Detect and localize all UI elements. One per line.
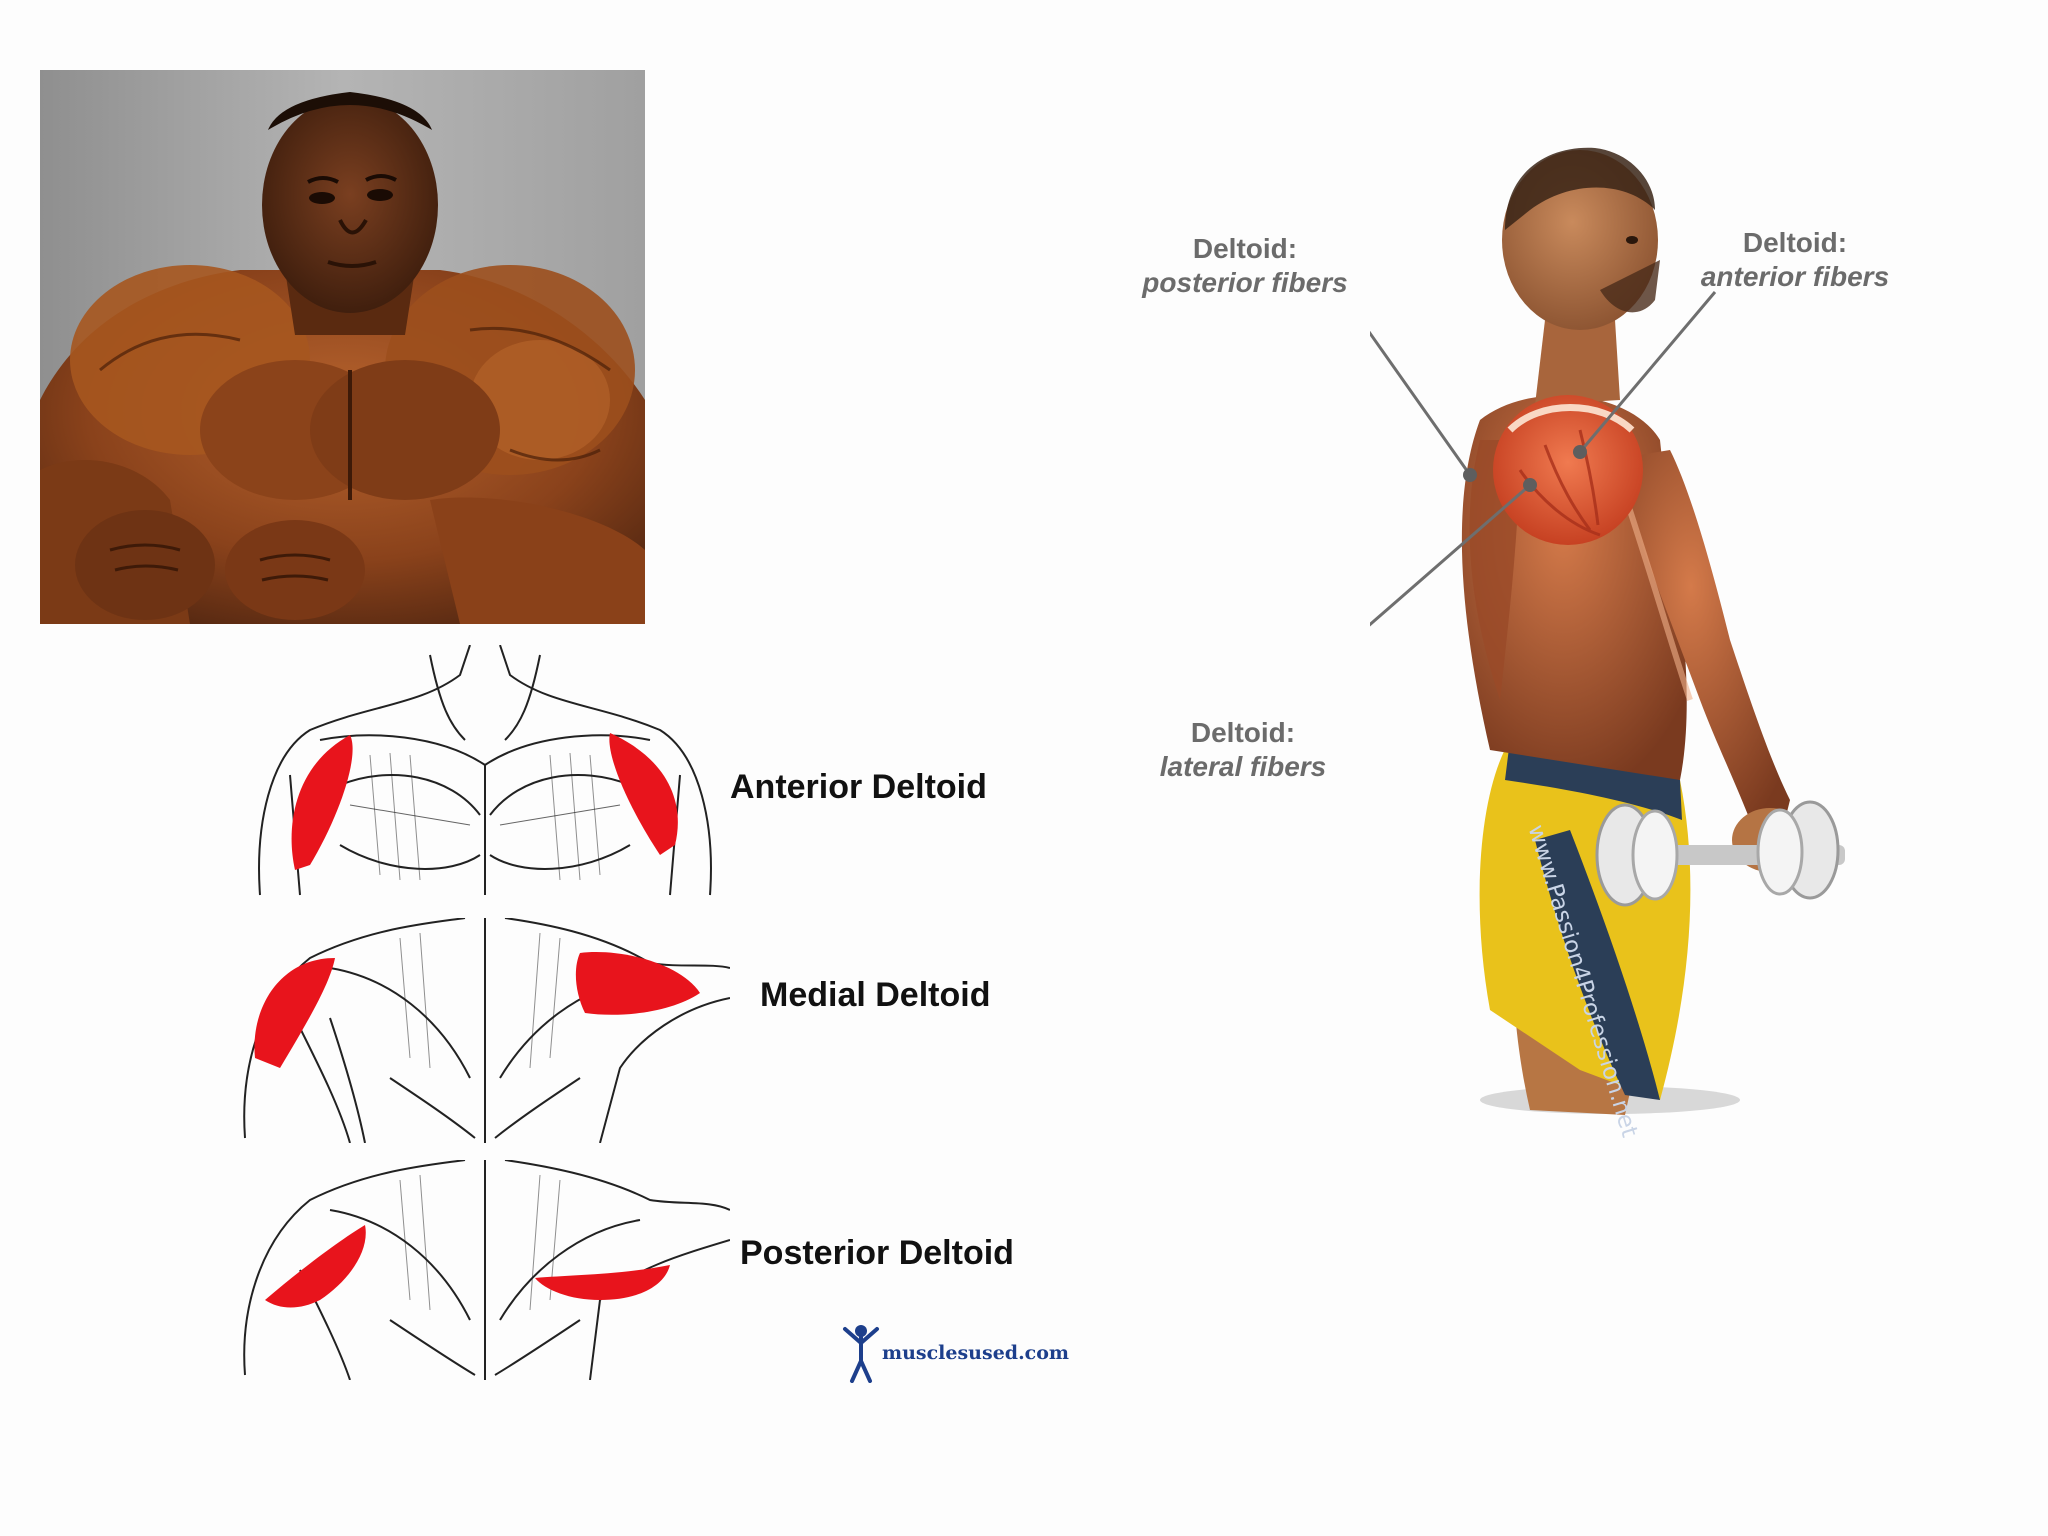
posterior-fibers-marker [1463, 468, 1477, 482]
medial-deltoid-label: Medial Deltoid [760, 976, 991, 1014]
posterior-deltoid-label: Posterior Deltoid [740, 1234, 1014, 1272]
stick-figure-icon [843, 1325, 879, 1383]
lateral-fibers-marker [1523, 478, 1537, 492]
musclesused-logo: musclesused.com [842, 1323, 1069, 1383]
anterior-fibers-annotation: Deltoid: anterior fibers [1690, 226, 1900, 294]
logo-text: musclesused.com [882, 1342, 1070, 1364]
posterior-deltoid-diagram [243, 1160, 730, 1380]
lateral-fibers-annotation: Deltoid: lateral fibers [1148, 716, 1338, 784]
posterior-deltoid-right-highlight [535, 1265, 670, 1300]
posterior-deltoid-left-highlight [265, 1225, 366, 1308]
anterior-deltoid-label: Anterior Deltoid [730, 768, 987, 806]
anterior-deltoid-right-highlight [609, 733, 678, 855]
bodybuilder-photo [40, 70, 645, 624]
medial-deltoid-right-highlight [575, 952, 700, 1015]
medial-deltoid-left-highlight [254, 958, 335, 1068]
deltoid-muscle-highlight [1493, 395, 1643, 545]
lateral-fibers-leader-line [1370, 483, 1531, 627]
anterior-fibers-marker [1573, 445, 1587, 459]
lateral-raise-figure [1370, 147, 1845, 1115]
anterior-deltoid-diagram [258, 645, 712, 896]
lateral-annotation-sub: lateral fibers [1159, 751, 1327, 782]
posterior-fibers-annotation: Deltoid: posterior fibers [1130, 232, 1360, 300]
posterior-annotation-sub: posterior fibers [1142, 267, 1348, 298]
anterior-fibers-leader-line [1578, 291, 1717, 453]
posterior-annotation-title: Deltoid: [1192, 233, 1298, 264]
anterior-annotation-sub: anterior fibers [1700, 261, 1890, 292]
lateral-annotation-title: Deltoid: [1190, 717, 1296, 748]
anterior-deltoid-left-highlight [291, 735, 353, 870]
anterior-annotation-title: Deltoid: [1742, 227, 1848, 258]
medial-deltoid-diagram [243, 918, 730, 1143]
posterior-fibers-leader-line [1370, 330, 1472, 476]
